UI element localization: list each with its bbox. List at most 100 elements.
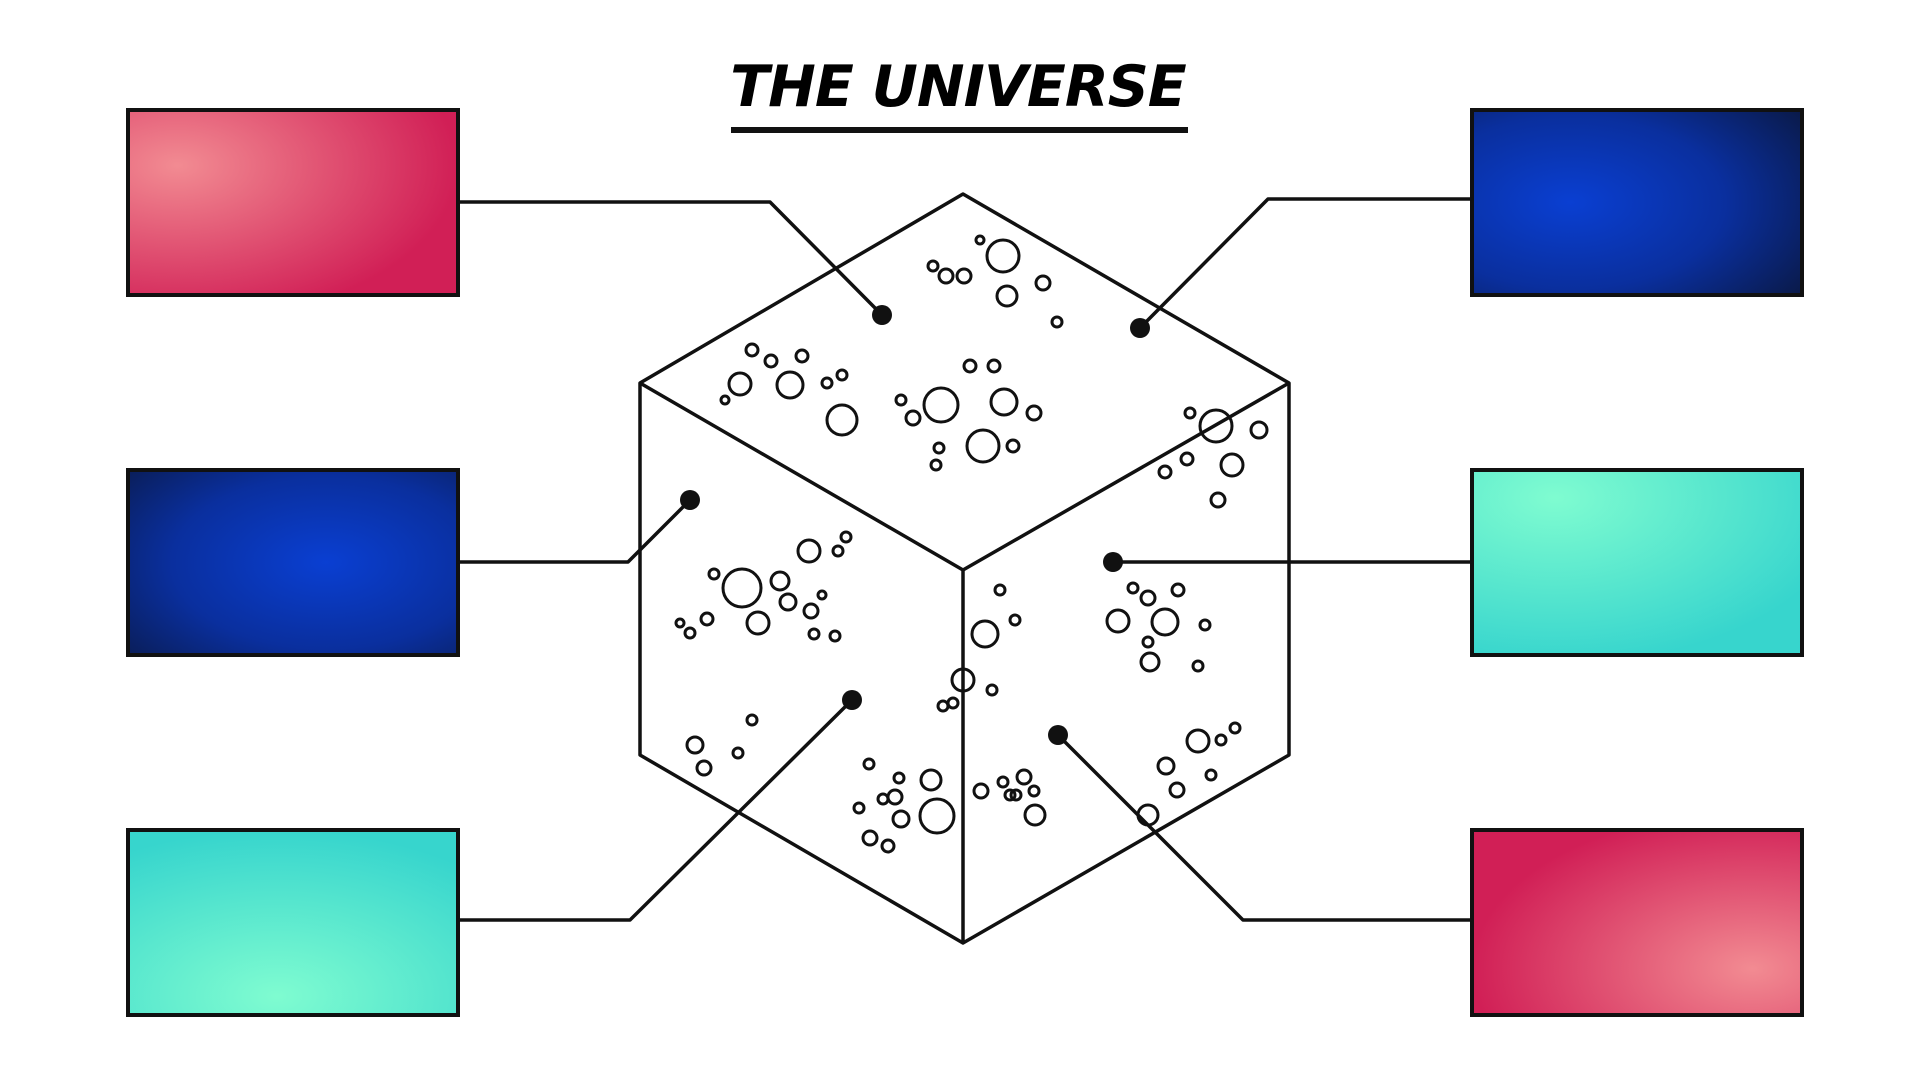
particle-circle	[861, 829, 879, 847]
particle-circle	[932, 441, 946, 455]
universe-cube	[638, 192, 1291, 945]
connector-middle-left	[458, 498, 692, 564]
particle-circle	[778, 592, 798, 612]
particle-circle	[775, 370, 805, 400]
particle-circle	[683, 626, 697, 640]
cube-particles	[674, 234, 1269, 854]
particle-circle	[831, 544, 845, 558]
particle-circle	[922, 386, 960, 424]
particle-circle	[986, 358, 1002, 374]
particle-circle	[919, 768, 943, 792]
diagram-title: THE UNIVERSE	[730, 54, 1187, 120]
particle-circle	[937, 267, 955, 285]
connector-dots	[680, 305, 1150, 745]
dot-bottom-right	[1048, 725, 1068, 745]
connector-lines	[458, 197, 1472, 922]
particle-circle	[796, 538, 822, 564]
particle-circle	[1157, 464, 1173, 480]
dot-top-left	[872, 305, 892, 325]
particle-circle	[802, 602, 820, 620]
particle-circle	[745, 610, 771, 636]
particle-circle	[835, 368, 849, 382]
dot-middle-left	[680, 490, 700, 510]
particle-circle	[685, 735, 705, 755]
particle-circle	[825, 403, 859, 437]
particle-circle	[695, 759, 713, 777]
particle-circle	[1025, 404, 1043, 422]
particle-circle	[962, 358, 978, 374]
particle-circle	[763, 353, 779, 369]
particle-circle	[1139, 651, 1161, 673]
cube-inner-edges	[639, 381, 1290, 572]
particle-circle	[1015, 768, 1033, 786]
particle-circle	[876, 792, 890, 806]
particle-circle	[727, 371, 753, 397]
particle-circle	[674, 617, 686, 629]
particle-circle	[745, 713, 759, 727]
particle-circle	[1008, 613, 1022, 627]
particle-circle	[1003, 788, 1017, 802]
particle-circle	[1150, 607, 1180, 637]
particle-circle	[1191, 659, 1205, 673]
box-bottom-left	[126, 828, 460, 1017]
particle-circle	[1009, 788, 1023, 802]
particle-circle	[974, 234, 986, 246]
particle-circle	[950, 667, 976, 693]
particle-circle	[1141, 635, 1155, 649]
particle-circle	[1034, 274, 1052, 292]
particle-circle	[918, 797, 956, 835]
particle-circle	[1156, 756, 1176, 776]
particle-circle	[794, 348, 810, 364]
particle-circle	[1183, 406, 1197, 420]
particle-circle	[1168, 781, 1186, 799]
particle-circle	[1139, 589, 1157, 607]
particle-circle	[1198, 408, 1234, 444]
particle-circle	[1005, 438, 1021, 454]
particle-circle	[1214, 733, 1228, 747]
particle-circle	[936, 699, 950, 713]
particle-circle	[946, 696, 960, 710]
particle-circle	[894, 393, 908, 407]
particle-circle	[1027, 784, 1041, 798]
particle-circle	[731, 746, 745, 760]
particle-circle	[699, 611, 715, 627]
box-top-right	[1470, 108, 1804, 297]
particle-circle	[985, 238, 1021, 274]
particle-circle	[707, 567, 721, 581]
particle-circle	[993, 583, 1007, 597]
connector-bottom-right	[1056, 733, 1472, 922]
dot-bottom-left	[842, 690, 862, 710]
particle-circle	[1198, 618, 1212, 632]
particle-circle	[1105, 608, 1131, 634]
particle-circle	[965, 428, 1001, 464]
particle-circle	[1136, 803, 1160, 827]
box-middle-right	[1470, 468, 1804, 657]
particle-circle	[892, 771, 906, 785]
particle-circle	[744, 342, 760, 358]
particle-circle	[721, 567, 763, 609]
connector-top-right	[1138, 197, 1472, 330]
particle-circle	[886, 788, 904, 806]
particle-circle	[926, 259, 940, 273]
particle-circle	[1204, 768, 1218, 782]
particle-circle	[891, 809, 911, 829]
dot-top-right	[1130, 318, 1150, 338]
particle-circle	[719, 394, 731, 406]
dot-middle-right	[1103, 552, 1123, 572]
particle-circle	[1170, 582, 1186, 598]
particle-circle	[985, 683, 999, 697]
particle-circle	[972, 782, 990, 800]
particle-circle	[904, 409, 922, 427]
box-bottom-right	[1470, 828, 1804, 1017]
particle-circle	[1023, 803, 1047, 827]
particle-circle	[769, 570, 791, 592]
particle-circle	[816, 589, 828, 601]
particle-circle	[995, 284, 1019, 308]
particle-circle	[989, 387, 1019, 417]
particle-circle	[1126, 581, 1140, 595]
particle-circle	[828, 629, 842, 643]
particle-circle	[1179, 451, 1195, 467]
particle-circle	[1209, 491, 1227, 509]
